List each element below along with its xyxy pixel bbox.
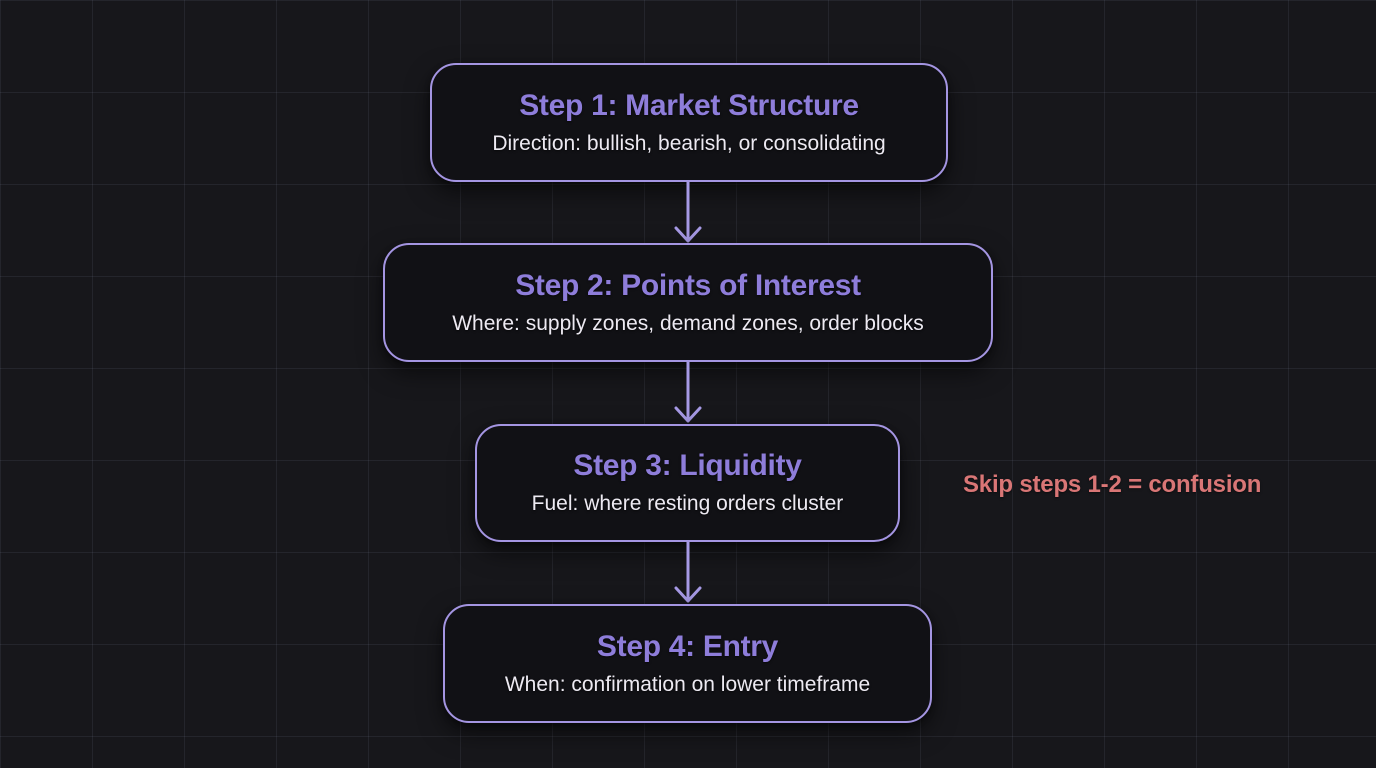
step-subtitle: Fuel: where resting orders cluster	[531, 492, 844, 516]
arrow-down-icon	[674, 542, 702, 603]
step-title: Step 1: Market Structure	[519, 88, 859, 122]
step-box-points-of-interest: Step 2: Points of Interest Where: supply…	[383, 243, 993, 362]
step-subtitle: When: confirmation on lower timeframe	[504, 672, 871, 696]
step-box-market-structure: Step 1: Market Structure Direction: bull…	[430, 63, 948, 182]
step-title: Step 3: Liquidity	[573, 449, 802, 483]
step-subtitle: Where: supply zones, demand zones, order…	[452, 311, 924, 335]
step-subtitle: Direction: bullish, bearish, or consolid…	[492, 131, 886, 155]
step-box-liquidity: Step 3: Liquidity Fuel: where resting or…	[475, 424, 900, 542]
step-title: Step 2: Points of Interest	[515, 268, 861, 302]
arrow-down-icon	[674, 182, 702, 243]
step-title: Step 4: Entry	[596, 629, 779, 663]
step-box-entry: Step 4: Entry When: confirmation on lowe…	[443, 604, 932, 723]
arrow-down-icon	[674, 362, 702, 423]
annotation-skip-steps-warning: Skip steps 1-2 = confusion	[963, 471, 1262, 498]
